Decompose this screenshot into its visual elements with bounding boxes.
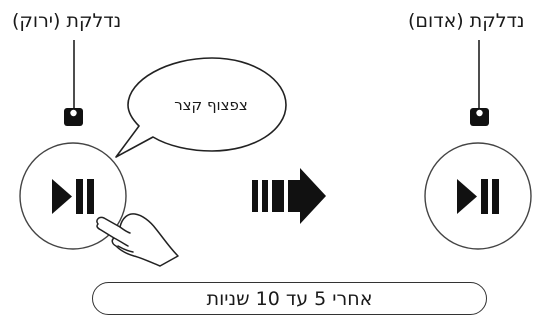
right-led-indicator-icon [470, 108, 489, 126]
speech-bubble [115, 57, 287, 158]
left-led-indicator-icon [64, 108, 83, 126]
timing-note-text: אחרי 5 עד 10 שניות [206, 287, 373, 310]
finger-press-icon [96, 213, 179, 267]
right-play-pause-icon [457, 179, 499, 214]
right-led-label: נדלקת (אדום) [408, 10, 525, 32]
left-play-pause-icon [52, 179, 94, 214]
arrow-right-icon [252, 168, 326, 224]
right-play-pause-button [424, 142, 532, 250]
timing-note-box: אחרי 5 עד 10 שניות [92, 282, 487, 315]
speech-bubble-text: צפצוף קצר [174, 96, 248, 114]
left-led-label: נדלקת (ירוק) [12, 10, 122, 32]
